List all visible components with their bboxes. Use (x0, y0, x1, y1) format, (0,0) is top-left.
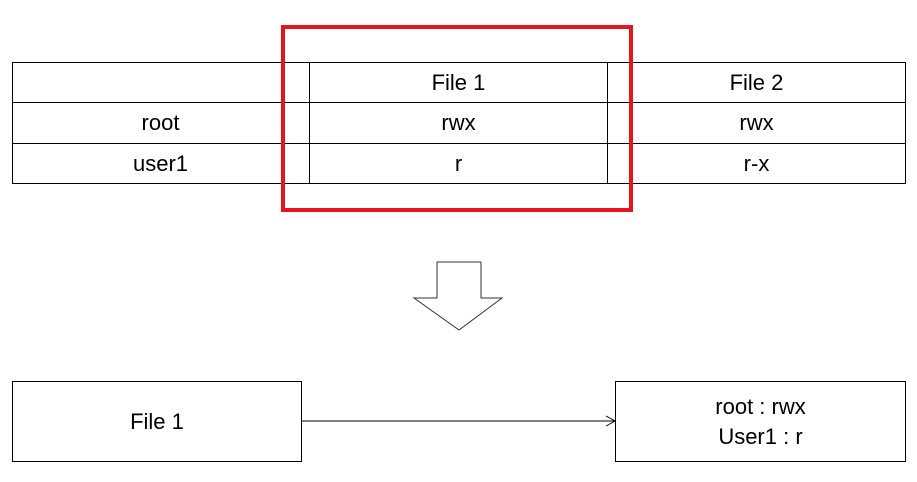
table-rule-col2 (607, 62, 608, 184)
file1-column-highlight (281, 25, 633, 212)
acl-node: root : rwx User1 : r (615, 381, 906, 462)
down-arrow-icon (412, 261, 504, 331)
table-header-file2: File 2 (729, 69, 784, 95)
acl-line-user1: User1 : r (718, 423, 803, 449)
table-rule-2 (12, 143, 906, 144)
table-rule-bottom (12, 183, 906, 184)
table-row-file2-perm: rwx (739, 110, 774, 135)
file1-node-label: File 1 (130, 408, 184, 434)
table-rule-top (12, 62, 906, 63)
table-rule-col1 (309, 62, 310, 184)
table-row-user: root (141, 110, 180, 135)
acl-line-root: root : rwx (715, 393, 806, 419)
table-header-file1: File 1 (431, 69, 486, 95)
table-rule-left (12, 62, 13, 184)
file1-node: File 1 (12, 381, 302, 462)
table-row-file1-perm: rwx (441, 110, 476, 135)
table-row-user: user1 (132, 150, 189, 176)
table-rule-1 (12, 102, 906, 103)
table-row-file1-perm: r (454, 150, 463, 176)
table-row-file2-perm: r-x (743, 150, 770, 176)
table-rule-right (905, 62, 906, 184)
